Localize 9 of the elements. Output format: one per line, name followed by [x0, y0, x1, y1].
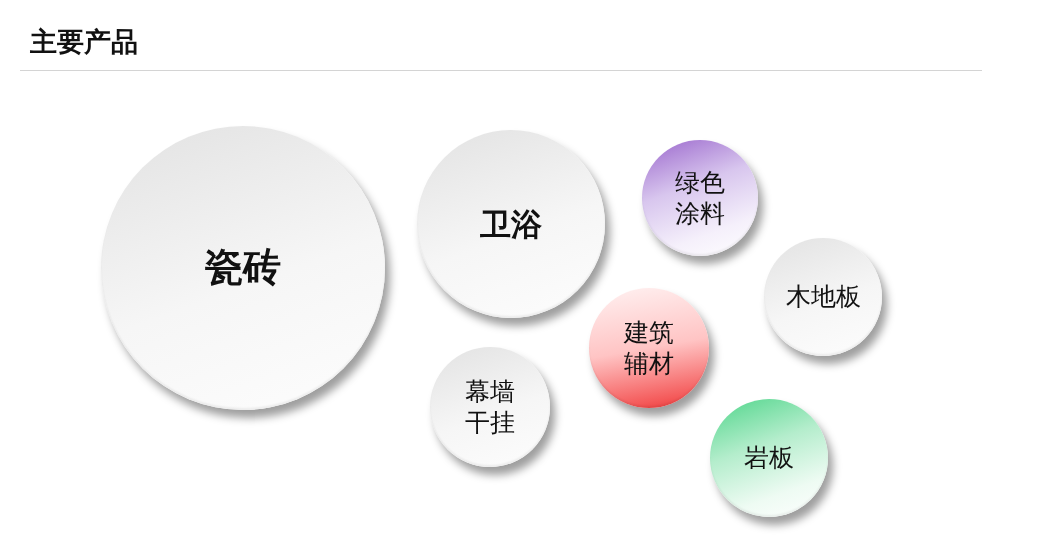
product-label: 卫浴: [480, 204, 542, 244]
product-label: 绿色涂料: [675, 166, 725, 230]
page-title: 主要产品: [30, 26, 138, 59]
product-label: 木地板: [785, 281, 861, 313]
product-circle: [589, 288, 709, 408]
product-label: 建筑辅材: [624, 316, 674, 380]
product-label: 岩板: [744, 442, 794, 474]
product-label: 瓷砖: [205, 244, 281, 292]
product-label: 幕墙干挂: [465, 375, 515, 439]
